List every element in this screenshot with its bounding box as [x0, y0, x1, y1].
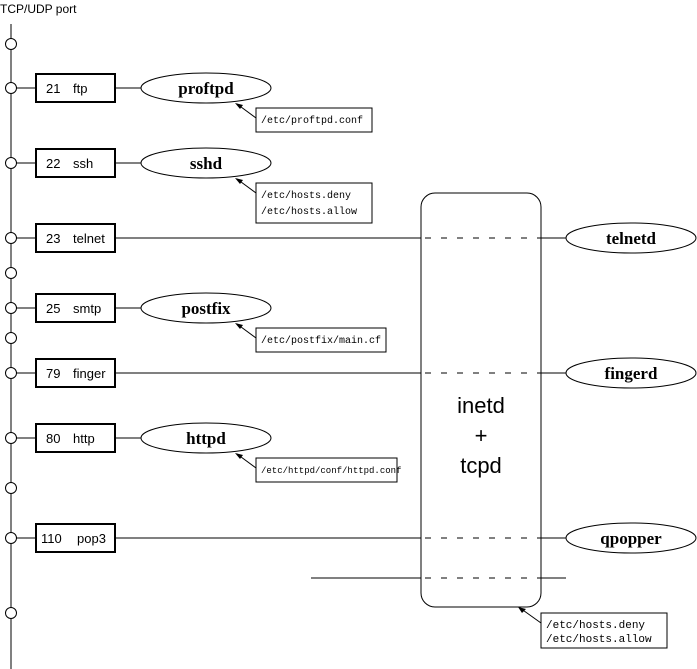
tcpd-label: tcpd	[460, 453, 502, 478]
port-circle-empty	[5, 607, 17, 619]
arrowhead-icon	[518, 607, 526, 613]
arrowhead-icon	[235, 453, 243, 459]
daemon-ellipse	[140, 422, 272, 454]
config-note	[540, 612, 668, 649]
daemon-ellipse	[565, 357, 697, 389]
daemon-name: proftpd	[178, 79, 234, 98]
port-number: 79	[46, 366, 60, 381]
port-name: finger	[73, 366, 106, 381]
port-name: ssh	[73, 156, 93, 171]
port-box	[35, 423, 116, 453]
port-circle-empty	[5, 38, 17, 50]
daemon-name: telnetd	[606, 229, 657, 248]
arrowhead-icon	[235, 103, 243, 109]
port-number: 80	[46, 431, 60, 446]
port-number: 25	[46, 301, 60, 316]
config-path: /etc/postfix/main.cf	[261, 335, 381, 347]
inetd-label: inetd	[457, 393, 505, 418]
config-path: /etc/proftpd.conf	[261, 115, 363, 127]
port-circle	[5, 302, 17, 314]
port-box	[35, 523, 116, 553]
config-note	[255, 182, 373, 224]
daemon-name: sshd	[190, 154, 223, 173]
port-circle	[5, 157, 17, 169]
port-box	[35, 358, 116, 388]
config-note	[255, 457, 398, 483]
arrowhead-icon	[235, 178, 243, 184]
daemon-ellipse	[565, 222, 697, 254]
config-note	[255, 107, 373, 133]
port-circle-empty	[5, 332, 17, 344]
port-number: 21	[46, 81, 60, 96]
arrowhead-icon	[235, 323, 243, 329]
daemon-name: qpopper	[600, 529, 662, 548]
config-path: /etc/hosts.deny	[261, 190, 351, 202]
axis-label: TCP/UDP port	[0, 2, 77, 16]
port-number: 23	[46, 231, 60, 246]
port-name: http	[73, 431, 95, 446]
port-number: 22	[46, 156, 60, 171]
port-name: ftp	[73, 81, 87, 96]
daemon-ellipse	[565, 522, 697, 554]
port-circle	[5, 82, 17, 94]
config-path: /etc/hosts.allow	[546, 634, 652, 646]
port-box	[35, 293, 116, 323]
port-circle-empty	[5, 267, 17, 279]
port-name: pop3	[77, 531, 106, 546]
port-name: telnet	[73, 231, 105, 246]
port-circle-empty	[5, 482, 17, 494]
plus-label: +	[475, 423, 488, 448]
port-circle	[5, 367, 17, 379]
port-name: smtp	[73, 301, 101, 316]
daemon-ellipse	[140, 292, 272, 324]
inetd-tcpd-box	[420, 192, 542, 608]
daemon-ellipse	[140, 72, 272, 104]
config-path: /etc/httpd/conf/httpd.conf	[261, 466, 401, 476]
config-path: /etc/hosts.allow	[261, 206, 357, 218]
config-path: /etc/hosts.deny	[546, 620, 645, 632]
daemon-name: postfix	[181, 299, 231, 318]
config-note	[255, 327, 387, 353]
port-box	[35, 223, 116, 253]
daemon-ellipse	[140, 147, 272, 179]
daemon-name: httpd	[186, 429, 226, 448]
port-circle	[5, 232, 17, 244]
port-circle	[5, 432, 17, 444]
port-number: 110	[41, 531, 62, 546]
daemon-name: fingerd	[605, 364, 658, 383]
port-circle	[5, 532, 17, 544]
